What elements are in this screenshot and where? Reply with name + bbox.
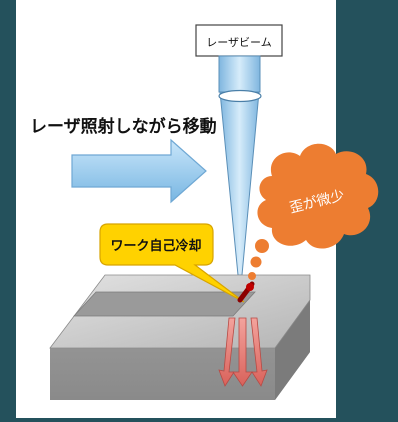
laser-head-box: レーザビーム: [195, 24, 283, 57]
motion-arrow-icon: [71, 138, 207, 204]
processed-groove: [73, 291, 256, 317]
laser-beam-label: レーザビーム: [206, 36, 271, 49]
cooling-label: ワーク自己冷却: [110, 238, 201, 254]
laser-housing: [218, 55, 261, 93]
heat-flow-arrows: [218, 317, 268, 387]
distortion-cloud: 歪が微少: [248, 143, 379, 280]
heat-arrow-left: [218, 317, 236, 387]
process-label: レーザ照射しながら移動: [30, 116, 217, 137]
cooling-callout: ワーク自己冷却: [99, 223, 245, 303]
heat-arrow-right: [250, 317, 268, 387]
heat-arrow-center: [232, 317, 253, 387]
heat-spot: [237, 281, 255, 303]
lens-icon: [218, 89, 262, 103]
